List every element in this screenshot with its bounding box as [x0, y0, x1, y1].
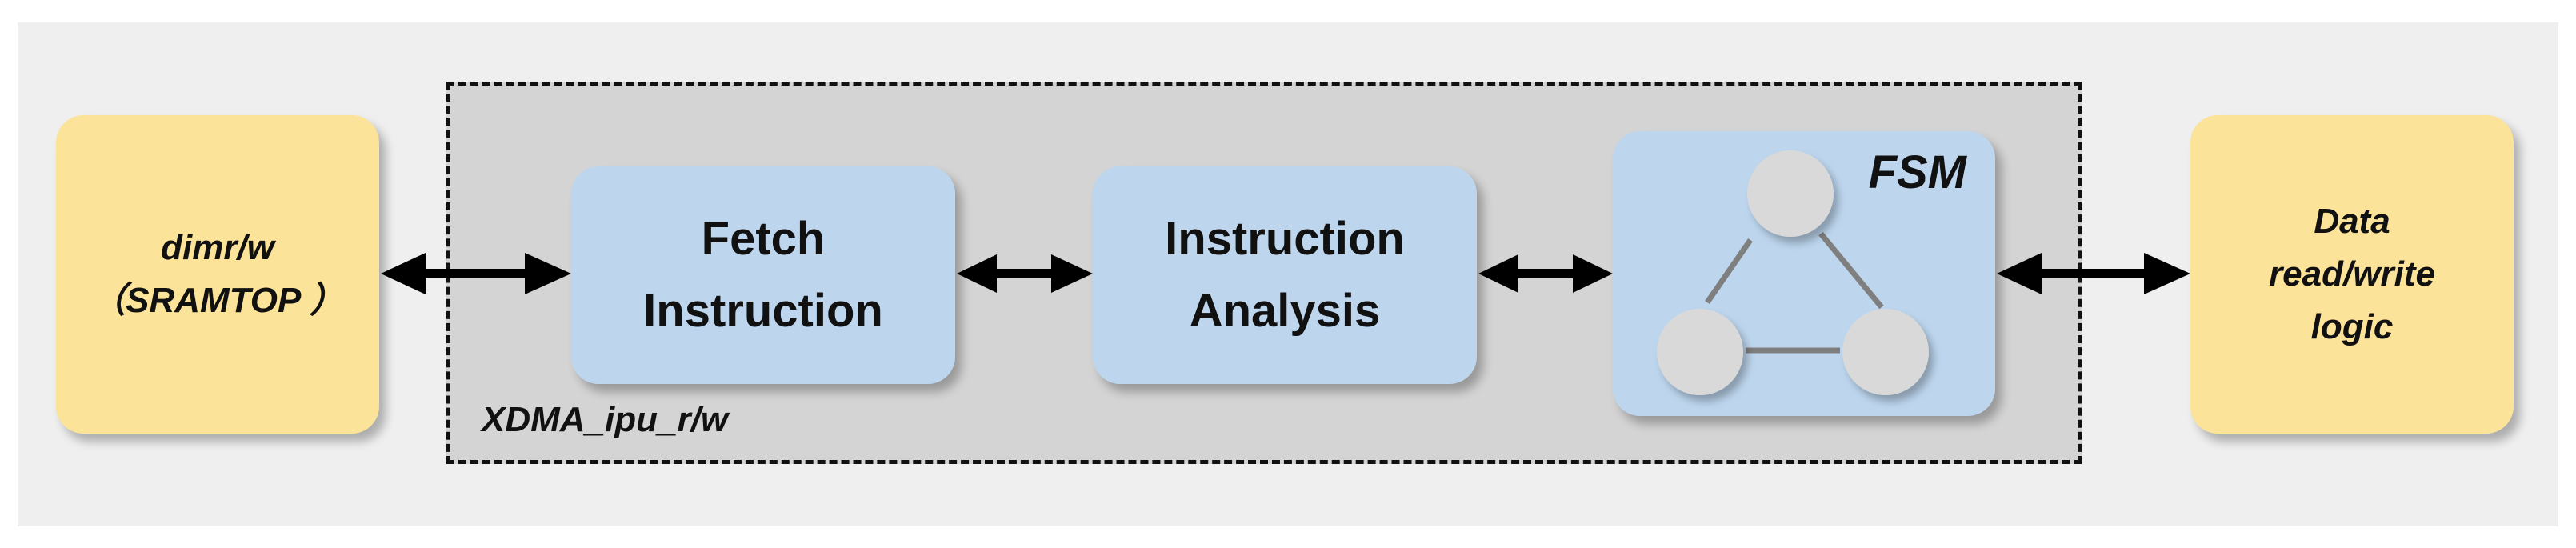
dim-rw-label: dimr/w: [161, 228, 274, 267]
double-arrow-icon: [957, 254, 1093, 293]
data-rw-logic-block: Data read/write logic: [2190, 115, 2514, 434]
sramtop-label: （SRAMTOP ）: [90, 281, 345, 320]
data-label-line2: read/write: [2269, 254, 2435, 294]
data-label-line1: Data: [2314, 202, 2390, 241]
fsm-title: FSM: [1868, 146, 1966, 198]
fsm-state-icon: [1657, 309, 1743, 395]
fetch-label-line1: Fetch: [701, 213, 826, 265]
fetch-label-line2: Instruction: [643, 285, 883, 337]
fsm-state-icon: [1842, 309, 1929, 395]
xdma-group-label: XDMA_ipu_r/w: [482, 400, 729, 439]
fetch-instruction-block: Fetch Instruction: [571, 166, 955, 384]
dim-rw-block: dimr/w （SRAMTOP ）: [56, 115, 379, 434]
analysis-label-line2: Analysis: [1189, 285, 1381, 337]
arrows: [381, 253, 2190, 294]
instruction-analysis-block: Instruction Analysis: [1093, 166, 1477, 384]
analysis-label-line1: Instruction: [1165, 213, 1405, 265]
fsm-graph: [1657, 150, 1929, 395]
data-label-line3: logic: [2310, 307, 2394, 346]
double-arrow-icon: [1997, 253, 2190, 294]
double-arrow-icon: [381, 253, 571, 294]
fsm-transition-right: [1818, 231, 1884, 310]
double-arrow-icon: [1478, 254, 1613, 293]
fsm-state-icon: [1747, 150, 1834, 237]
fsm-transition-left: [1705, 238, 1753, 304]
